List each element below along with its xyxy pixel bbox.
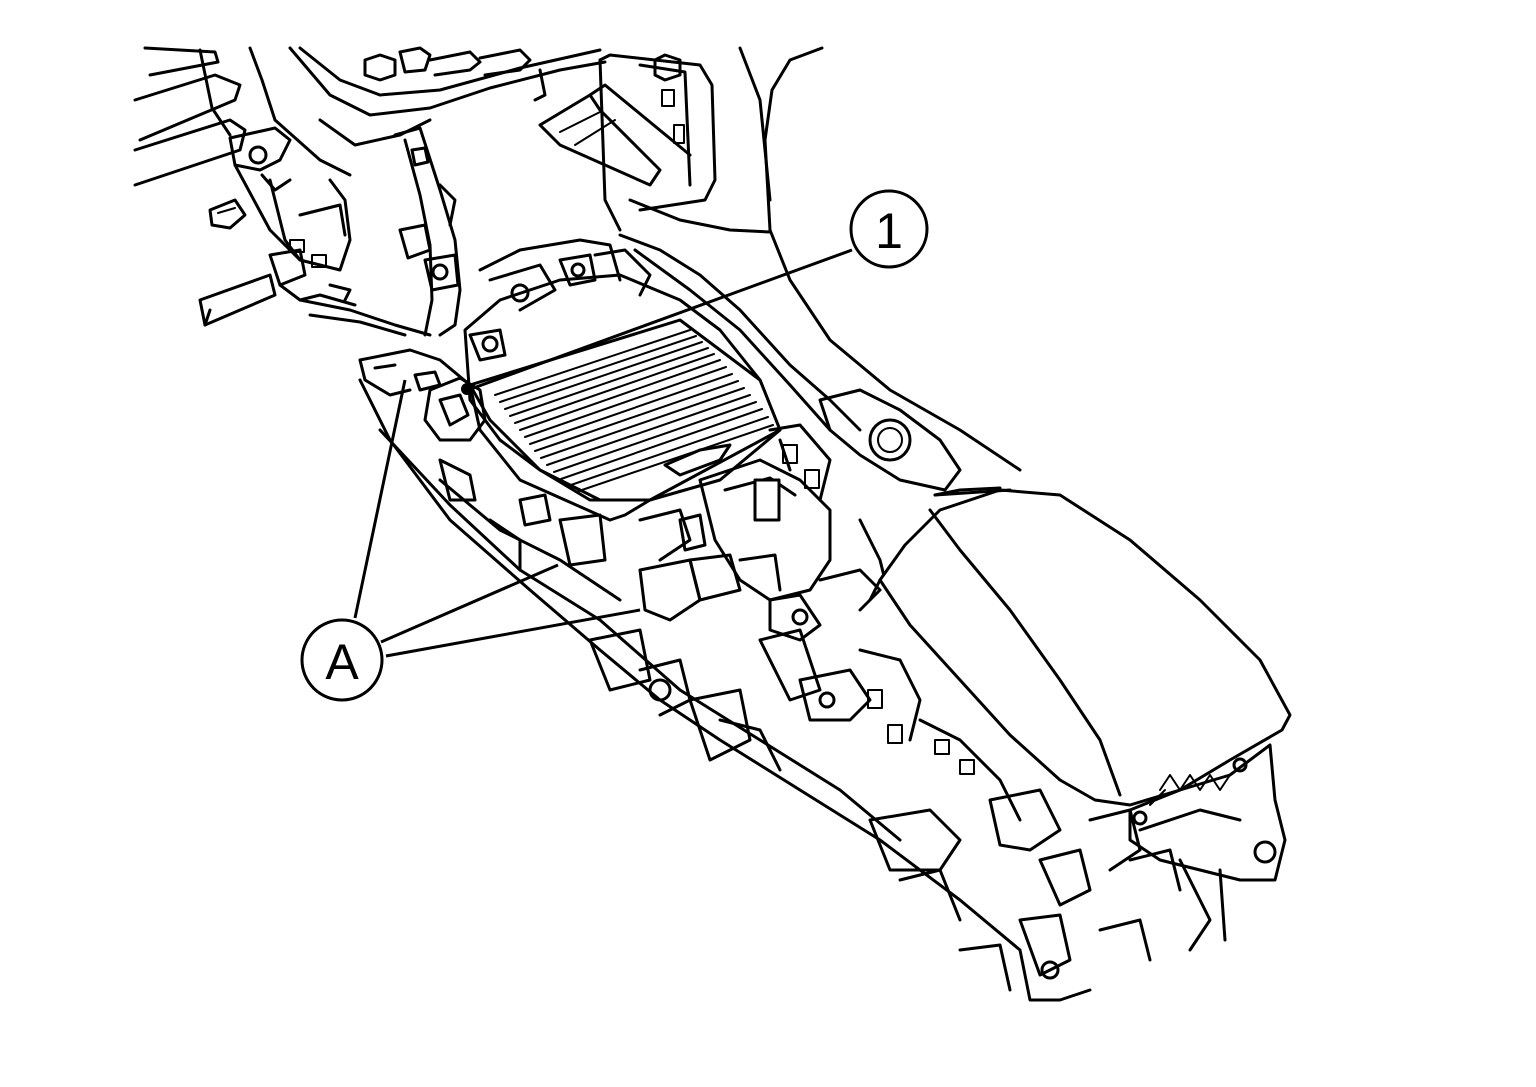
callout-a-leader-3 bbox=[385, 608, 641, 658]
callout-a: A bbox=[300, 379, 641, 702]
center-support-bracket bbox=[393, 126, 462, 337]
callout-1-leader bbox=[467, 248, 853, 392]
instrument-panel-frame bbox=[133, 46, 607, 337]
armrest-lid bbox=[868, 486, 1292, 807]
console-rear-end bbox=[1128, 743, 1287, 952]
callout-a-leader-1 bbox=[353, 379, 407, 619]
callout-1-label: 1 bbox=[875, 203, 903, 259]
module-ribs bbox=[494, 329, 774, 493]
rear-duct-panel bbox=[538, 53, 717, 232]
control-module bbox=[413, 318, 782, 522]
callout-a-label: A bbox=[325, 634, 359, 690]
callout-1: 1 bbox=[461, 189, 929, 395]
console-lower-body bbox=[358, 378, 1182, 1002]
callout-a-circle bbox=[300, 618, 384, 702]
console-tray bbox=[818, 388, 1012, 497]
lid-spring bbox=[1132, 757, 1248, 826]
callout-1-circle bbox=[849, 189, 929, 269]
callout-1-pointer-dot bbox=[461, 383, 473, 395]
floor-tunnel bbox=[618, 46, 1022, 472]
callout-a-leader-2 bbox=[380, 563, 559, 644]
